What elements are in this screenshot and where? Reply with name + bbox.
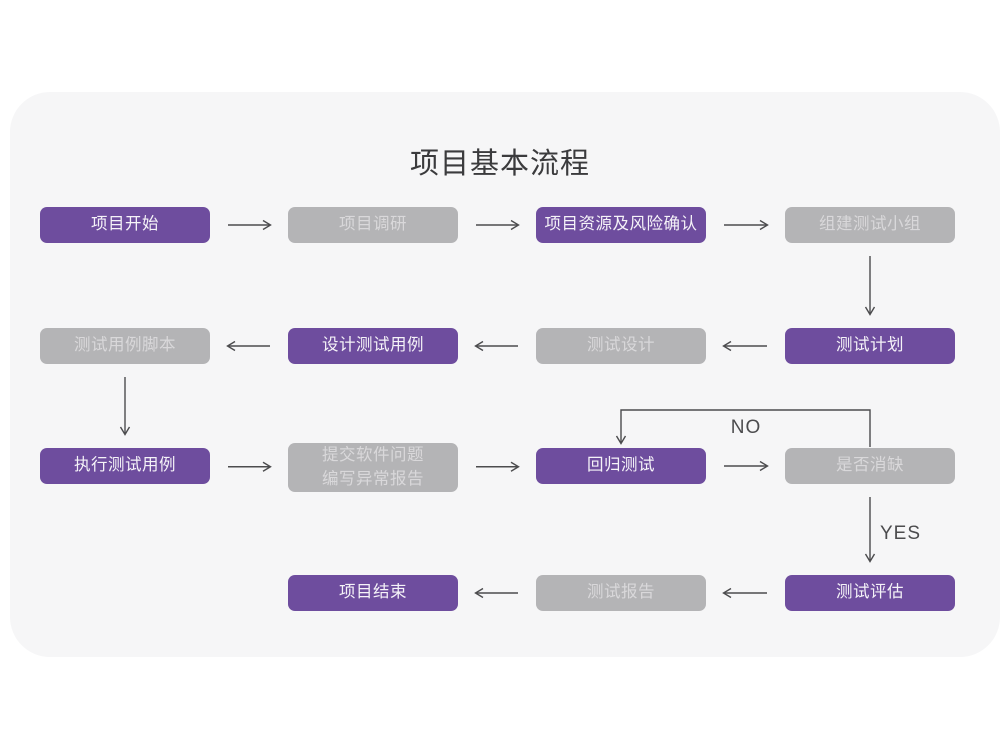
edge-label-yes: YES: [880, 523, 921, 544]
flow-node-project-research: 项目调研: [288, 207, 458, 243]
flow-arrow-defect-cleared-to-regression-test: [615, 409, 871, 447]
flow-node-regression-test: 回归测试: [536, 448, 706, 484]
flow-node-build-test-team: 组建测试小组: [785, 207, 955, 243]
flow-node-project-end: 项目结束: [288, 575, 458, 611]
diagram-title: 项目基本流程: [409, 148, 590, 180]
flow-node-resource-risk-confirm: 项目资源及风险确认: [536, 207, 706, 243]
flow-node-test-case-script: 测试用例脚本: [40, 328, 210, 364]
flow-node-test-evaluate: 测试评估: [785, 575, 955, 611]
flow-node-defect-cleared: 是否消缺: [785, 448, 955, 484]
flow-node-test-report: 测试报告: [536, 575, 706, 611]
edge-label-no: NO: [731, 417, 762, 438]
flowchart-panel: [10, 92, 1000, 657]
flow-node-submit-issue-report: 提交软件问题 编写异常报告: [288, 443, 458, 492]
flow-node-execute-test-case: 执行测试用例: [40, 448, 210, 484]
flow-node-design-test-case: 设计测试用例: [288, 328, 458, 364]
flow-node-project-start: 项目开始: [40, 207, 210, 243]
flow-node-test-design: 测试设计: [536, 328, 706, 364]
flow-node-test-plan: 测试计划: [785, 328, 955, 364]
